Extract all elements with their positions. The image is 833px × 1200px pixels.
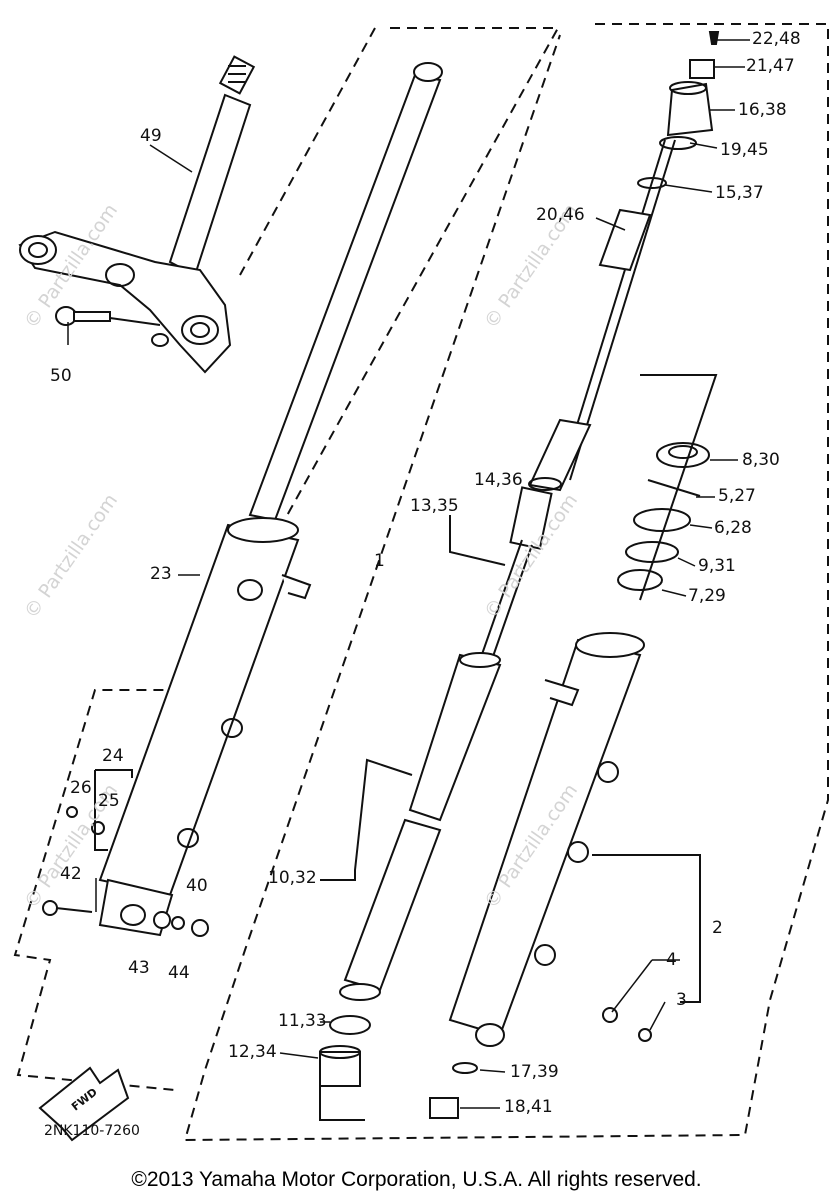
seal-bracket bbox=[639, 374, 718, 601]
damper-rod-assembly bbox=[479, 31, 720, 666]
seal-stack bbox=[617, 442, 710, 591]
callout-18-41: 18,41 bbox=[504, 1097, 553, 1117]
callout-13-35: 13,35 bbox=[410, 496, 459, 516]
leader-lines bbox=[67, 39, 750, 1109]
callout-26: 26 bbox=[70, 778, 92, 798]
callout-40: 40 bbox=[186, 876, 208, 896]
callout-17-39: 17,39 bbox=[510, 1062, 559, 1082]
callout-12-34: 12,34 bbox=[228, 1042, 277, 1062]
inner-tube-part-23 bbox=[98, 62, 443, 937]
callout-24: 24 bbox=[102, 746, 124, 766]
callout-6-28: 6,28 bbox=[714, 518, 752, 538]
callout-23: 23 bbox=[150, 564, 172, 584]
bracket-24 bbox=[95, 769, 133, 778]
callout-50: 50 bbox=[50, 366, 72, 386]
callout-19-45: 19,45 bbox=[720, 140, 769, 160]
callout-16-38: 16,38 bbox=[738, 100, 787, 120]
axle-pinch-hardware bbox=[42, 806, 209, 937]
bracket-12 bbox=[319, 1085, 365, 1121]
callout-5-27: 5,27 bbox=[718, 486, 756, 506]
callout-7-29: 7,29 bbox=[688, 586, 726, 606]
callout-1: 1 bbox=[374, 551, 385, 571]
callout-20-46: 20,46 bbox=[536, 205, 585, 225]
callout-49: 49 bbox=[140, 126, 162, 146]
copyright-notice: ©2013 Yamaha Motor Corporation, U.S.A. A… bbox=[131, 1168, 702, 1191]
diagram-code: 2NK110-7260 bbox=[44, 1123, 140, 1139]
callout-14-36: 14,36 bbox=[474, 470, 523, 490]
callout-43: 43 bbox=[128, 958, 150, 978]
pinch-bolt-part-50 bbox=[55, 306, 161, 326]
callout-8-30: 8,30 bbox=[742, 450, 780, 470]
callout-3: 3 bbox=[676, 990, 687, 1010]
bracket-13 bbox=[449, 515, 506, 566]
callout-9-31: 9,31 bbox=[698, 556, 736, 576]
bracket-24b bbox=[94, 770, 108, 851]
callout-42: 42 bbox=[60, 864, 82, 884]
middle-group-boundary bbox=[239, 27, 376, 276]
callout-21-47: 21,47 bbox=[746, 56, 795, 76]
bracket-10 bbox=[320, 758, 413, 881]
callout-44: 44 bbox=[168, 963, 190, 983]
callout-4: 4 bbox=[666, 950, 677, 970]
callout-10-32: 10,32 bbox=[268, 868, 317, 888]
left-group-boundary bbox=[13, 27, 560, 1091]
callout-15-37: 15,37 bbox=[715, 183, 764, 203]
callout-11-33: 11,33 bbox=[278, 1011, 327, 1031]
callout-2: 2 bbox=[712, 918, 723, 938]
steering-stem-part-49 bbox=[18, 55, 256, 374]
callout-22-48: 22,48 bbox=[752, 29, 801, 49]
outer-tube-part-2 bbox=[429, 632, 652, 1119]
bracket-2 bbox=[592, 854, 701, 1003]
spacer-tubes bbox=[319, 652, 502, 1087]
callout-25: 25 bbox=[98, 791, 120, 811]
fwd-arrow-icon bbox=[38, 1066, 130, 1142]
